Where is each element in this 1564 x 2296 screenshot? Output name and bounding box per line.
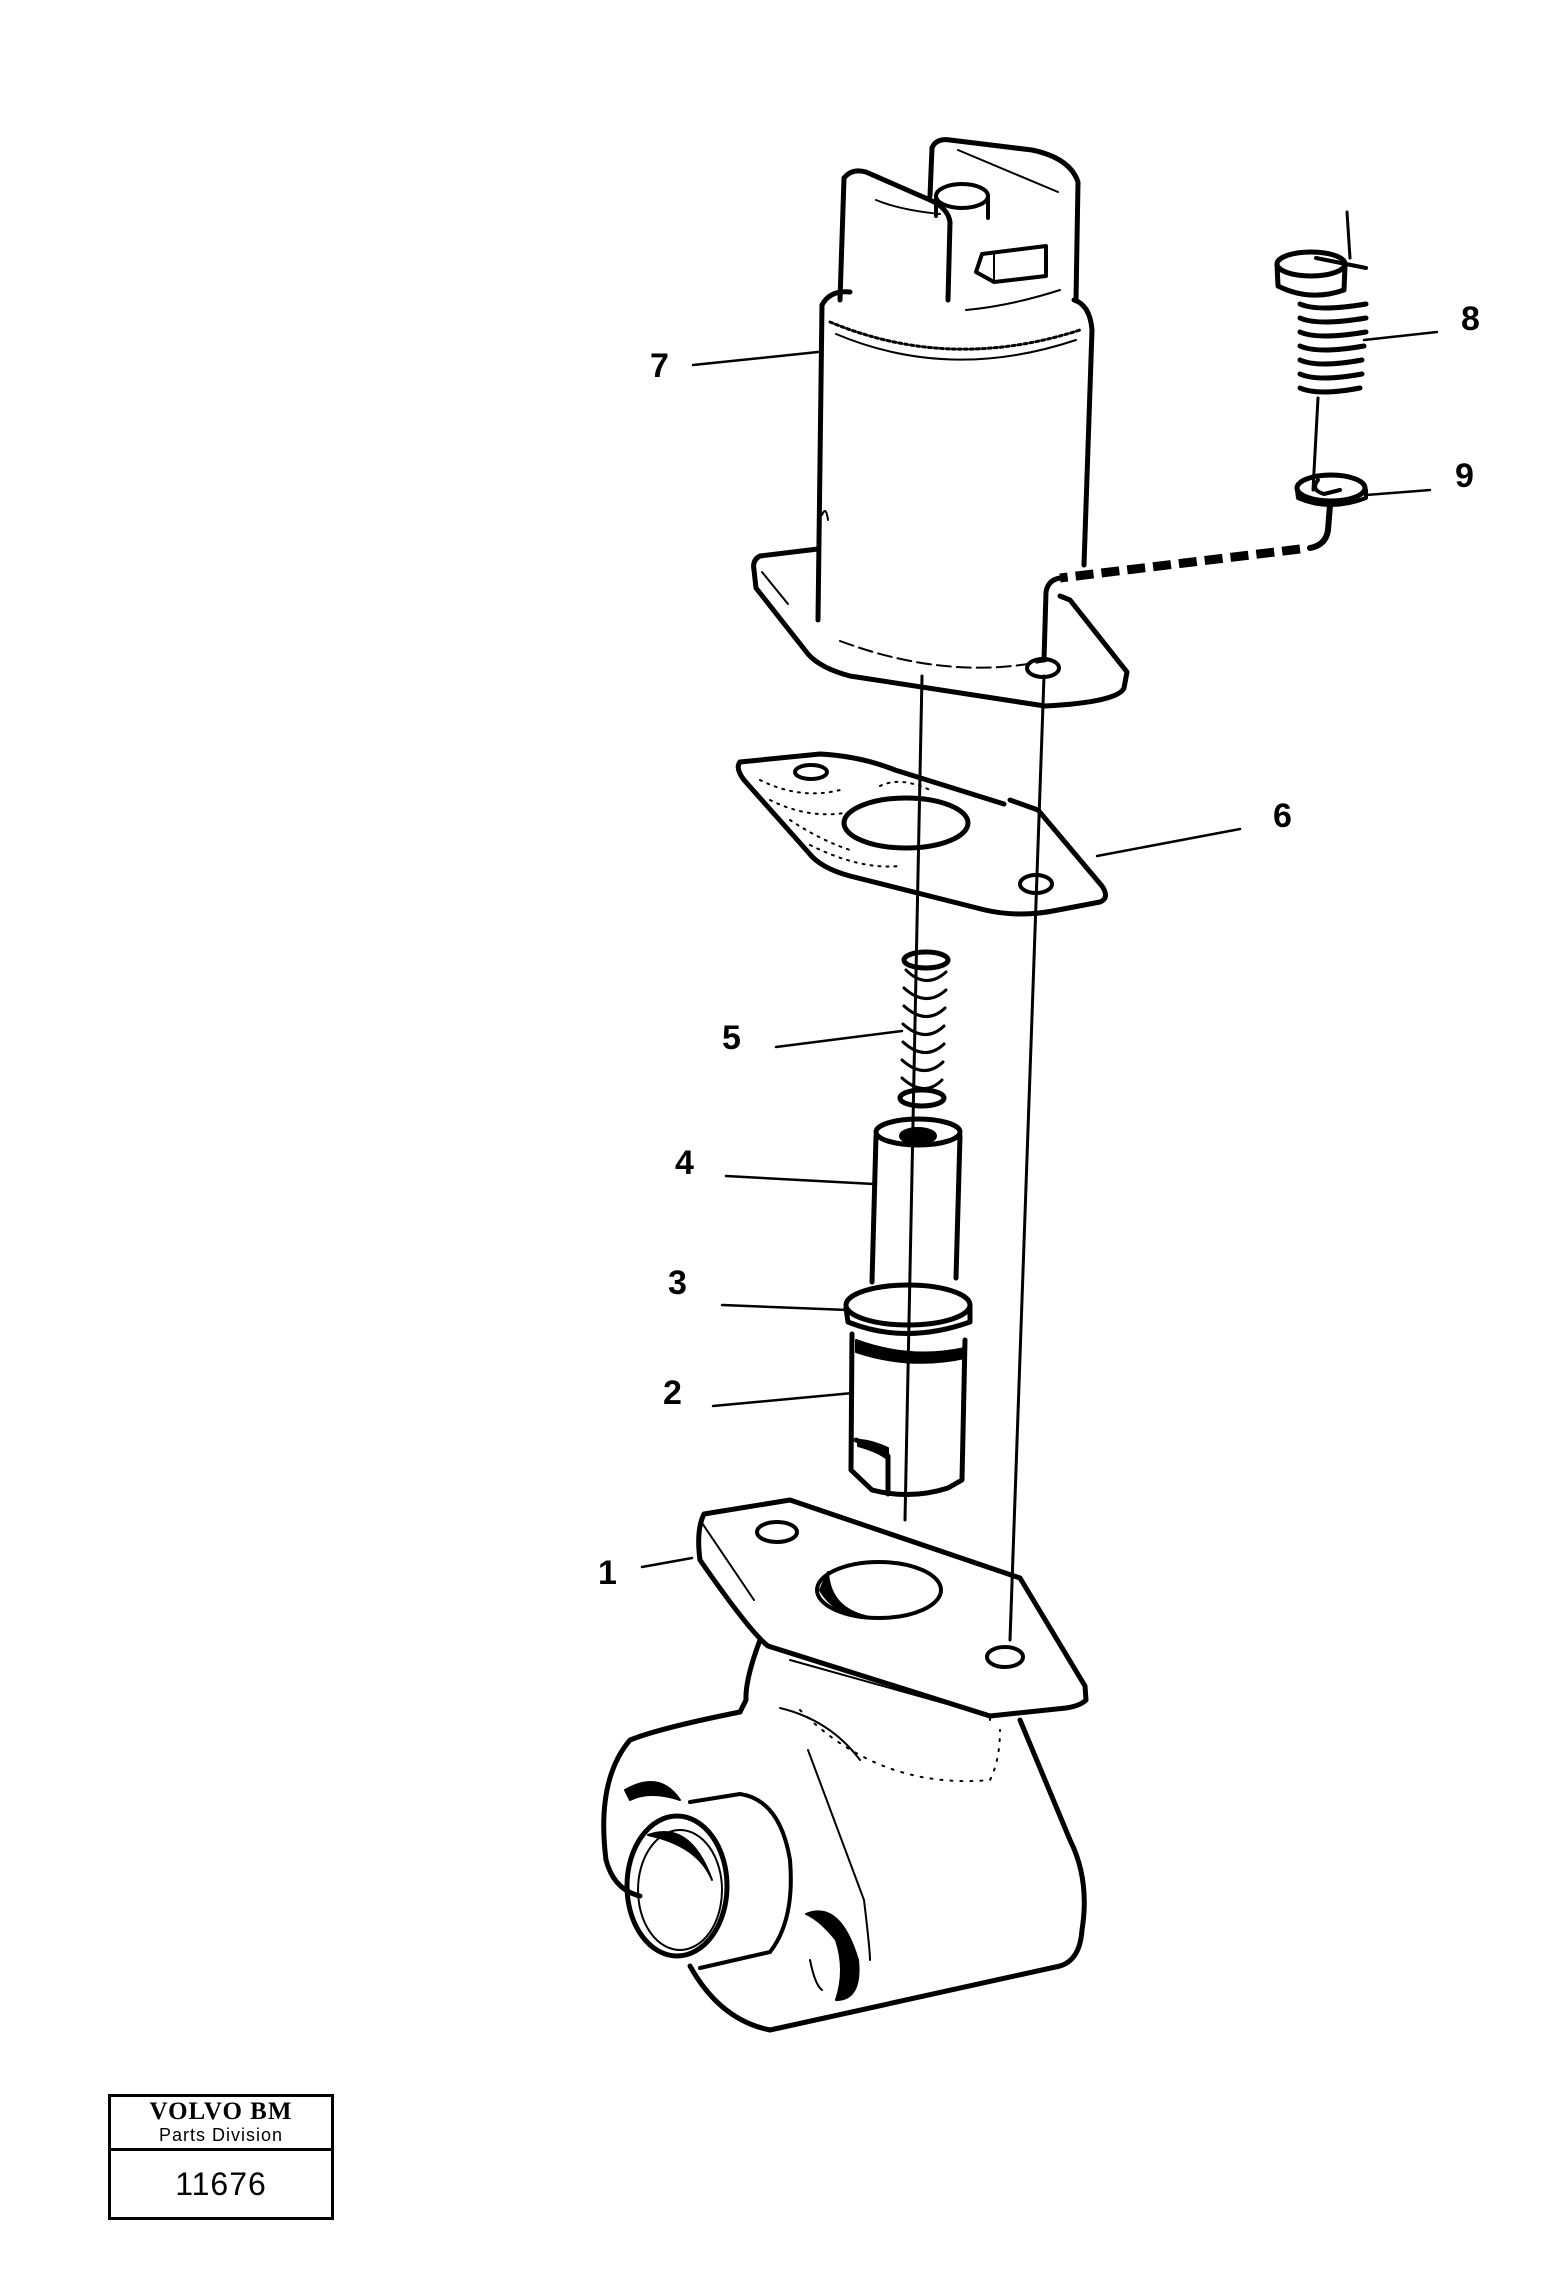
leader-lines: [640, 330, 1439, 1569]
callout-7: 7: [650, 347, 669, 385]
callout-1: 1: [598, 1554, 617, 1592]
callout-6: 6: [1273, 797, 1292, 835]
reference-number: 11676: [175, 2166, 267, 2202]
callout-5: 5: [722, 1019, 741, 1057]
title-block-header: VOLVO BM Parts Division: [111, 2097, 331, 2151]
leader-2: [711, 1391, 855, 1408]
part-1-valve-body: [601, 1497, 1089, 2033]
leader-5: [774, 1029, 904, 1049]
part-4-plunger: [869, 1116, 963, 1285]
part-5-spring: [897, 949, 951, 1109]
leader-7: [691, 350, 820, 367]
title-block: VOLVO BM Parts Division 11676: [108, 2094, 334, 2220]
part-8-screw: [1274, 210, 1369, 492]
leader-4: [724, 1174, 876, 1186]
division-name: Parts Division: [158, 2125, 284, 2145]
leader-6: [1095, 827, 1242, 858]
part-7-solenoid: [751, 137, 1130, 709]
leader-3: [720, 1303, 850, 1312]
brand-name: VOLVO BM: [149, 2098, 293, 2125]
part-9-washer: [1041, 472, 1368, 663]
callout-9: 9: [1455, 457, 1474, 495]
leader-8: [1362, 330, 1439, 342]
part-3-collar: [843, 1282, 973, 1336]
part-2-sleeve: [848, 1331, 968, 1498]
alignment-axes: [903, 674, 1046, 1642]
callout-4: 4: [675, 1144, 694, 1182]
callout-3: 3: [668, 1264, 687, 1302]
leader-9: [1364, 488, 1432, 497]
callout-2: 2: [663, 1374, 682, 1412]
callout-8: 8: [1461, 300, 1480, 338]
part-6-gasket: [735, 751, 1108, 917]
leader-1: [640, 1556, 694, 1569]
